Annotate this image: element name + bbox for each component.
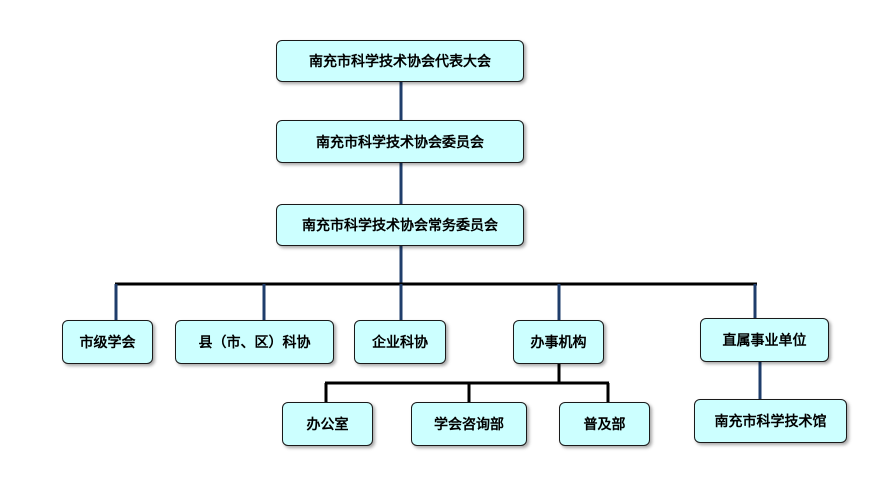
- node-standing-committee: 南充市科学技术协会常务委员会: [276, 204, 524, 246]
- node-committee: 南充市科学技术协会委员会: [276, 120, 524, 163]
- node-general-office: 办公室: [282, 402, 373, 446]
- node-science-museum: 南充市科学技术馆: [694, 399, 847, 443]
- node-enterprise-associations: 企业科协: [354, 320, 446, 364]
- node-county-associations: 县（市、区）科协: [175, 320, 334, 364]
- node-municipal-societies: 市级学会: [62, 320, 153, 364]
- node-administrative-offices: 办事机构: [513, 320, 604, 364]
- node-popularization-dept: 普及部: [559, 402, 650, 446]
- node-congress: 南充市科学技术协会代表大会: [276, 40, 524, 82]
- node-society-consulting-dept: 学会咨询部: [411, 402, 527, 446]
- node-affiliated-institutions: 直属事业单位: [700, 318, 829, 362]
